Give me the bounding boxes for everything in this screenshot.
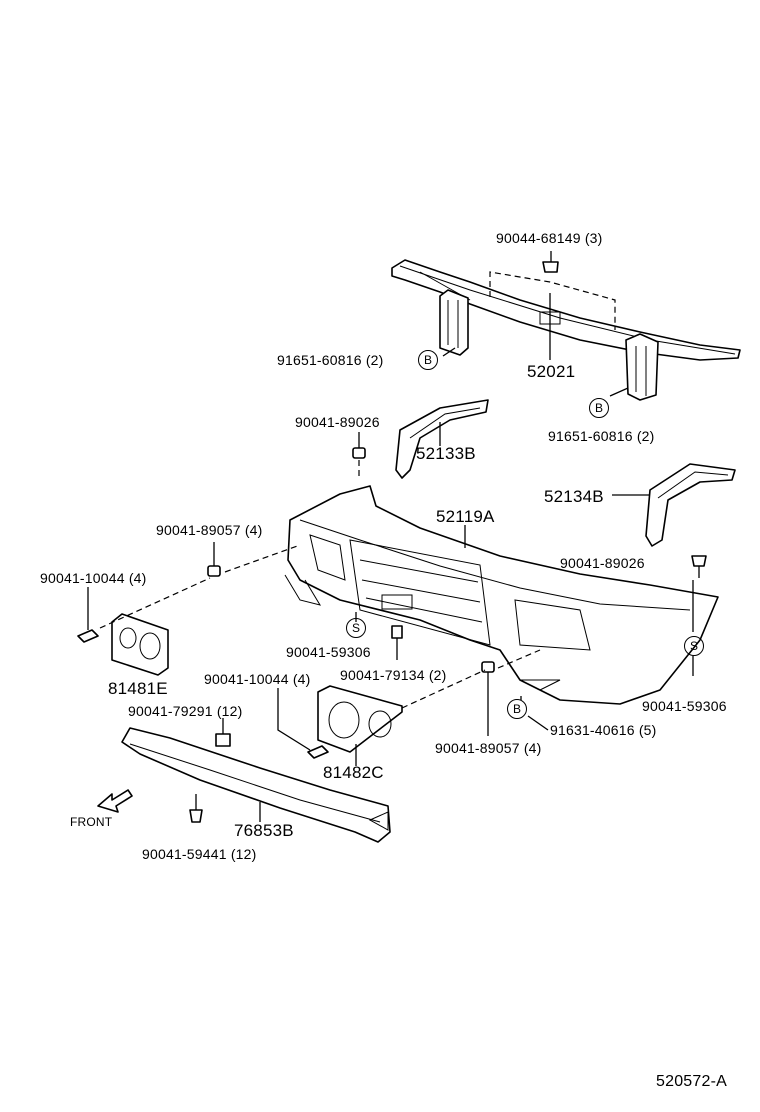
label-90041-59306-center: 90041-59306 [286, 644, 371, 660]
label-52119a: 52119A [436, 507, 495, 526]
label-81482c: 81482C [323, 763, 384, 782]
label-90041-10044-left: 90041-10044 (4) [40, 570, 147, 586]
upper-support-52021 [391, 251, 741, 401]
circle-s-marker: S [684, 636, 704, 656]
plate-81481e [111, 613, 169, 676]
label-90041-79134: 90041-79134 (2) [340, 667, 447, 683]
label-90041-89057-left: 90041-89057 (4) [156, 522, 263, 538]
label-52133b: 52133B [416, 444, 476, 463]
label-81481e: 81481E [108, 679, 168, 698]
bumper-52119a [284, 485, 719, 705]
label-90041-59441: 90041-59441 (12) [142, 846, 257, 862]
fasteners [77, 432, 707, 823]
plate-81482c [317, 685, 403, 766]
label-76853b: 76853B [234, 821, 294, 840]
diagram-code: 520572-A [656, 1073, 727, 1090]
label-91651-60816-right: 91651-60816 (2) [548, 428, 655, 444]
label-52021: 52021 [527, 362, 576, 381]
label-90044-68149: 90044-68149 (3) [496, 230, 603, 246]
bracket-52133b [395, 399, 489, 479]
label-90041-89026-top: 90041-89026 [295, 414, 380, 430]
label-90041-89057-right: 90041-89057 (4) [435, 740, 542, 756]
label-front: FRONT [70, 815, 113, 829]
front-arrow [97, 789, 133, 813]
label-52134b: 52134B [544, 487, 604, 506]
label-91631-40616: 91631-40616 (5) [550, 722, 657, 738]
label-90041-59306-right: 90041-59306 [642, 698, 727, 714]
reinforcement-76853b [121, 727, 391, 843]
label-90041-79291: 90041-79291 (12) [128, 703, 243, 719]
circle-s-marker: S [346, 618, 366, 638]
label-90041-89026-right: 90041-89026 [560, 555, 645, 571]
circle-b-marker: B [507, 699, 527, 719]
circle-b-marker: B [418, 350, 438, 370]
label-91651-60816-left: 91651-60816 (2) [277, 352, 384, 368]
bracket-52134b [612, 463, 736, 547]
circle-b-marker: B [589, 398, 609, 418]
label-90041-10044-center: 90041-10044 (4) [204, 671, 311, 687]
dashed-leaders [99, 460, 541, 709]
